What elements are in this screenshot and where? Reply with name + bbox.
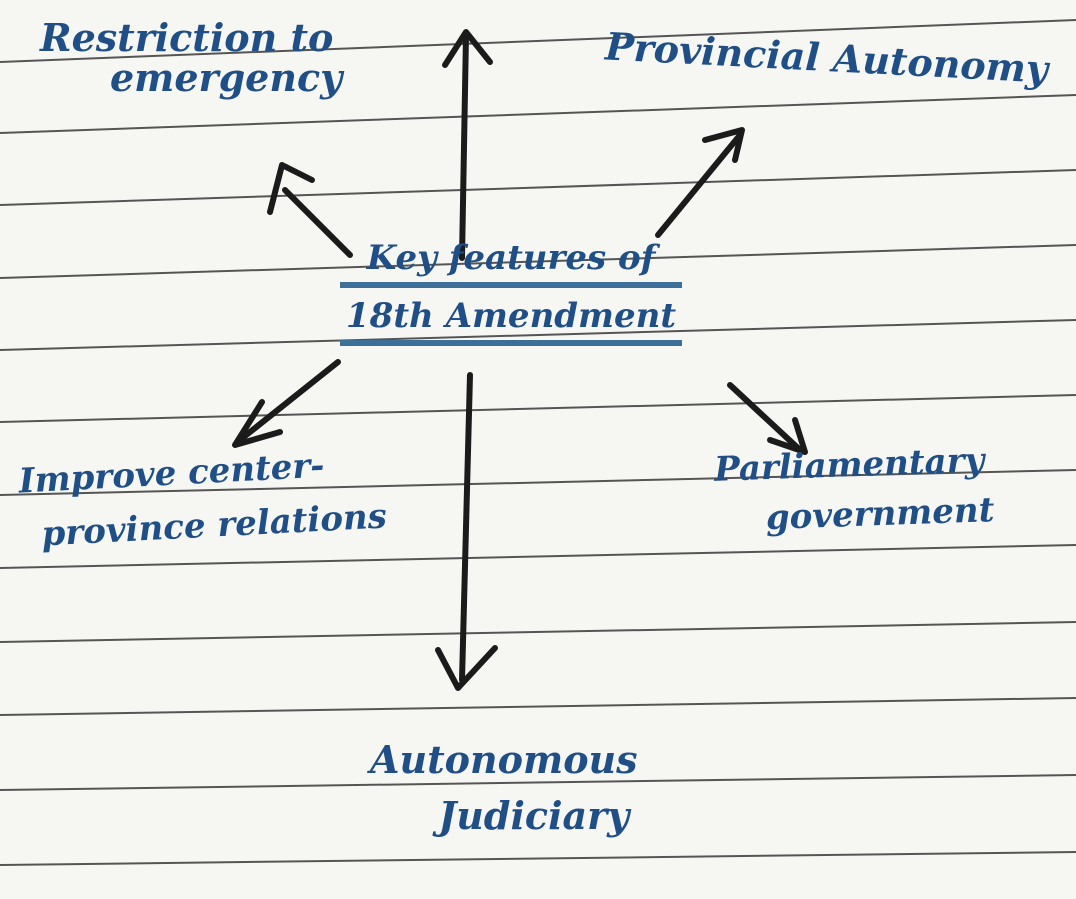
- branch-autonomous-judiciary: Autonomous Judiciary: [370, 740, 638, 836]
- arrow-top-left: [282, 187, 353, 258]
- rule-line: [0, 169, 1076, 206]
- rule-line: [0, 621, 1076, 643]
- rule-line: [0, 94, 1076, 134]
- rule-line: [0, 697, 1076, 716]
- rule-line: [0, 544, 1076, 569]
- central-topic: Key features of 18th Amendment: [340, 238, 683, 346]
- ruled-lines: [0, 19, 1076, 866]
- central-topic-line2: 18th Amendment: [340, 288, 683, 346]
- arrow-bottom-right: [727, 382, 803, 453]
- rule-line: [0, 851, 1076, 866]
- arrow-down-head: [435, 645, 498, 691]
- arrow-bottom-left: [237, 359, 341, 443]
- rule-line: [0, 19, 1076, 63]
- arrow-bottom-left-head: [232, 399, 283, 448]
- branch-restriction-to-emergency: Restriction to emergency: [40, 18, 342, 98]
- arrow-top-right: [655, 132, 743, 238]
- arrow-bottom-right-head: [767, 417, 808, 455]
- branch-top-left-line2: emergency: [110, 54, 343, 100]
- branch-parliamentary-government: Parliamentary government: [713, 440, 994, 538]
- arrow-up: [459, 32, 469, 261]
- rule-line: [0, 774, 1076, 791]
- branch-bottom-line2: Judiciary: [438, 792, 630, 838]
- branch-top-left-line1: Restriction to: [40, 15, 334, 60]
- rule-line: [0, 244, 1076, 279]
- rule-line: [0, 394, 1076, 423]
- branch-bottom-line1: Autonomous: [370, 737, 638, 782]
- arrow-down: [459, 372, 473, 683]
- rule-line: [0, 319, 1076, 351]
- branch-center-province-relations: Improve center- province relations: [18, 445, 388, 555]
- central-topic-line1: Key features of: [340, 238, 683, 288]
- rule-line: [0, 469, 1076, 496]
- arrow-top-right-head: [702, 127, 745, 163]
- arrow-top-left-head: [267, 162, 315, 215]
- arrow-up-head: [442, 29, 493, 68]
